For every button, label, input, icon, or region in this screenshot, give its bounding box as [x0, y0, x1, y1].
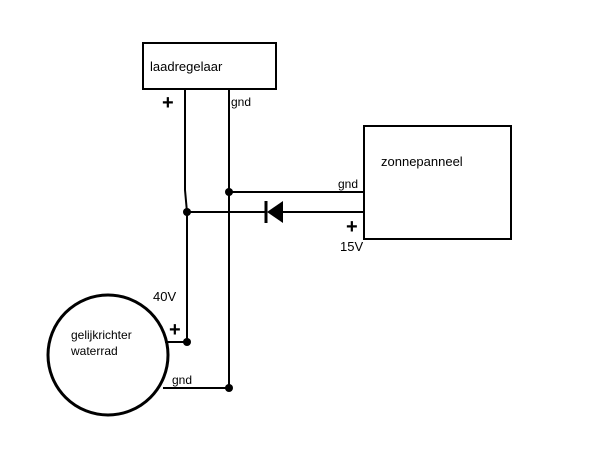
solar-panel-voltage-label: 15V: [340, 239, 363, 254]
water-wheel-label-line2: waterrad: [70, 344, 118, 358]
solar-panel-plus-label: +: [346, 216, 358, 238]
water-wheel-label-line1: gelijkrichter: [71, 328, 132, 342]
charge-controller-box: [142, 42, 277, 90]
solar-panel-label: zonnepanneel: [381, 154, 463, 169]
junction-dot-gnd-solar: [225, 188, 233, 196]
water-wheel-gnd-label: gnd: [172, 373, 192, 387]
charge-controller-label: laadregelaar: [150, 59, 223, 74]
solar-panel-box: [363, 125, 512, 240]
solar-panel-gnd-label: gnd: [338, 177, 358, 191]
charge-controller-gnd-label: gnd: [231, 95, 251, 109]
junction-dot-positive-diode: [183, 208, 191, 216]
water-wheel-voltage-label: 40V: [153, 289, 176, 304]
positive-wire: [184, 89, 188, 342]
junction-dot-water-wheel-gnd: [225, 384, 233, 392]
diode-icon: [264, 201, 283, 223]
water-wheel-plus-label: +: [169, 319, 181, 341]
charge-controller-plus-label: +: [162, 92, 174, 114]
junction-dot-water-wheel-plus: [183, 338, 191, 346]
water-wheel-circle: [46, 293, 170, 417]
